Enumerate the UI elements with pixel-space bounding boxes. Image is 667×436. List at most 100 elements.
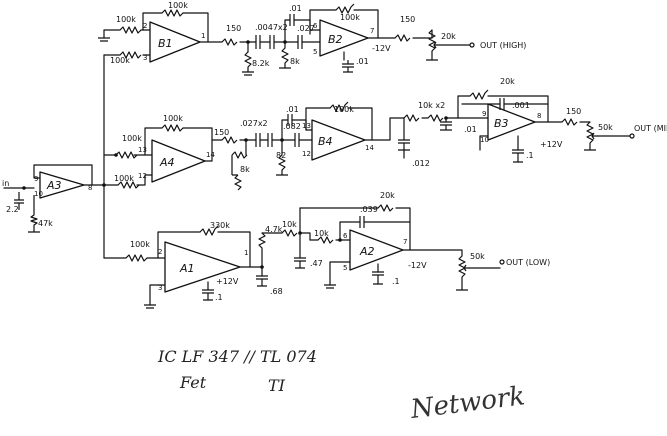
opamp-b4 xyxy=(311,119,366,161)
input-stage: in 2.2 47k A3 9 10 8 xyxy=(2,54,106,259)
pin-b4-in2: 12 xyxy=(302,150,311,158)
amp-b2-label: B2 xyxy=(328,33,343,46)
ic-note: IC LF 347 // TL 074 xyxy=(157,347,317,366)
r150-b3-label: 150 xyxy=(566,107,581,116)
cap-027-top-label: .027 xyxy=(297,24,315,33)
signature: Network xyxy=(408,381,526,425)
res-82-mid-label: 82 xyxy=(276,151,286,160)
pin-a3-out: 8 xyxy=(88,184,92,192)
cap-039-label: .039 xyxy=(360,205,378,214)
res-8k-top-label: 8k xyxy=(290,57,300,66)
b3-fb-label: 20k xyxy=(500,77,515,86)
pot-bot-label: 50k xyxy=(470,252,485,261)
ti-note: TI xyxy=(268,376,286,395)
amp-b3-label: B3 xyxy=(494,117,509,130)
a2-fb-label: 20k xyxy=(380,191,395,200)
pin-b3-out: 8 xyxy=(537,112,541,120)
a4-in-label: 100k xyxy=(114,174,134,183)
pin-a3-fb: 10 xyxy=(34,190,43,198)
low-band: 100k A1 2 3 1 330k +12V .1 4.7k .68 10k … xyxy=(103,191,550,309)
pin-b1-out: 1 xyxy=(201,32,205,40)
opamp-a2 xyxy=(349,229,404,271)
a4-fb-label: 100k xyxy=(163,114,183,123)
pin-a4-out: 14 xyxy=(206,151,215,159)
amp-a1-label: A1 xyxy=(179,262,195,275)
pin-b1-in1: 2 xyxy=(143,22,147,30)
pot-mid-label: 50k xyxy=(598,123,613,132)
res-8k-mid-label: 8k xyxy=(240,165,250,174)
res-8k2-top-label: 8.2k xyxy=(252,59,270,68)
b1-fb-label: 100k xyxy=(168,1,188,10)
r150-mid-label: 150 xyxy=(214,128,229,137)
pin-a4-in2: 12 xyxy=(138,172,147,180)
opamp-b2 xyxy=(319,19,369,57)
cap-0047x2-label: .0047x2 xyxy=(255,23,288,32)
out-mid-label: OUT (MID) xyxy=(634,124,667,133)
footer-notes: IC LF 347 // TL 074 Fet TI Network xyxy=(157,347,527,425)
pin-a4-in1: 13 xyxy=(138,146,147,154)
pin-a1-in1: 2 xyxy=(158,248,162,256)
amp-b4-label: B4 xyxy=(318,135,333,148)
b2-fb-label: 100k xyxy=(340,13,360,22)
cap-01-top-label: .01 xyxy=(289,4,302,13)
pin-b3-in1: 9 xyxy=(482,110,486,118)
pin-a3-in: 9 xyxy=(34,175,38,183)
neg12-a2-label: -12V xyxy=(408,261,427,270)
pos12-b3-label: +12V xyxy=(540,140,563,149)
out-high-label: OUT (HIGH) xyxy=(480,41,526,50)
pin-b4-out: 14 xyxy=(365,144,374,152)
cap-01-b3-label: .01 xyxy=(464,125,477,134)
opamp-a1 xyxy=(164,241,241,293)
res-10k-b-label: 10k xyxy=(314,229,329,238)
pin-b3-in2: 10 xyxy=(480,136,489,144)
cap-68-label: .68 xyxy=(270,287,283,296)
a1-in-label: 100k xyxy=(130,240,150,249)
pin-b1-in2: 3 xyxy=(143,54,147,62)
cap-027x2-label: .027x2 xyxy=(240,119,268,128)
opamp-b3 xyxy=(487,103,536,141)
b4-fb-label: 100k xyxy=(334,105,354,114)
mid-band: 100k 100k A4 13 12 14 100k 150 8k .027x2… xyxy=(103,77,667,191)
cap-b3-label: .1 xyxy=(526,151,534,160)
pin-a2-in1: 6 xyxy=(343,232,348,240)
cap-012-label: .012 xyxy=(412,159,430,168)
cap-a2-label: .1 xyxy=(392,277,400,286)
opamp-b1 xyxy=(149,21,201,63)
b2-cap-label: .01 xyxy=(356,57,369,66)
res-4k7-label: 4.7k xyxy=(265,225,283,234)
amp-b1-label: B1 xyxy=(158,37,173,50)
pin-a1-in2: 3 xyxy=(158,284,162,292)
pin-b2-in2: 5 xyxy=(313,48,317,56)
b1-in-label: 100k xyxy=(110,56,130,65)
pos12-a1-label: +12V xyxy=(216,277,239,286)
pin-a1-out: 1 xyxy=(244,249,248,257)
neg12-top-label: -12V xyxy=(372,44,391,53)
amp-a4-label: A4 xyxy=(159,156,175,169)
top-band: 100k 100k B1 2 3 1 100k 150 8.2k .0047x2… xyxy=(98,1,526,76)
pin-a2-out: 7 xyxy=(403,238,407,246)
cap-082-mid-label: .082 xyxy=(283,122,301,131)
amp-a3-label: A3 xyxy=(46,179,62,192)
pin-b2-out: 7 xyxy=(370,27,374,35)
cap-001-label: .001 xyxy=(512,101,530,110)
input-res-label: 47k xyxy=(38,219,53,228)
r150-top-label: 150 xyxy=(226,24,241,33)
a4-bias-label: 100k xyxy=(122,134,142,143)
b1-bias-label: 100k xyxy=(116,15,136,24)
pot-top-label: 20k xyxy=(441,32,456,41)
input-cap-label: 2.2 xyxy=(6,205,19,214)
opamp-a3 xyxy=(39,171,85,199)
out-low-label: OUT (LOW) xyxy=(506,258,550,267)
cap-a1-label: .1 xyxy=(215,293,223,302)
input-label: in xyxy=(2,179,9,188)
amp-a2-label: A2 xyxy=(359,245,375,258)
a1-fb-label: 330k xyxy=(210,221,230,230)
pin-b2-in1: 6 xyxy=(313,22,318,30)
r150-top-out-label: 150 xyxy=(400,15,415,24)
res-10kx2-label: 10k x2 xyxy=(418,101,445,110)
pin-a2-in2: 5 xyxy=(343,264,347,272)
cap-47-label: .47 xyxy=(310,259,323,268)
cap-01-mid-label: .01 xyxy=(286,105,299,114)
res-10k-a-label: 10k xyxy=(282,220,297,229)
